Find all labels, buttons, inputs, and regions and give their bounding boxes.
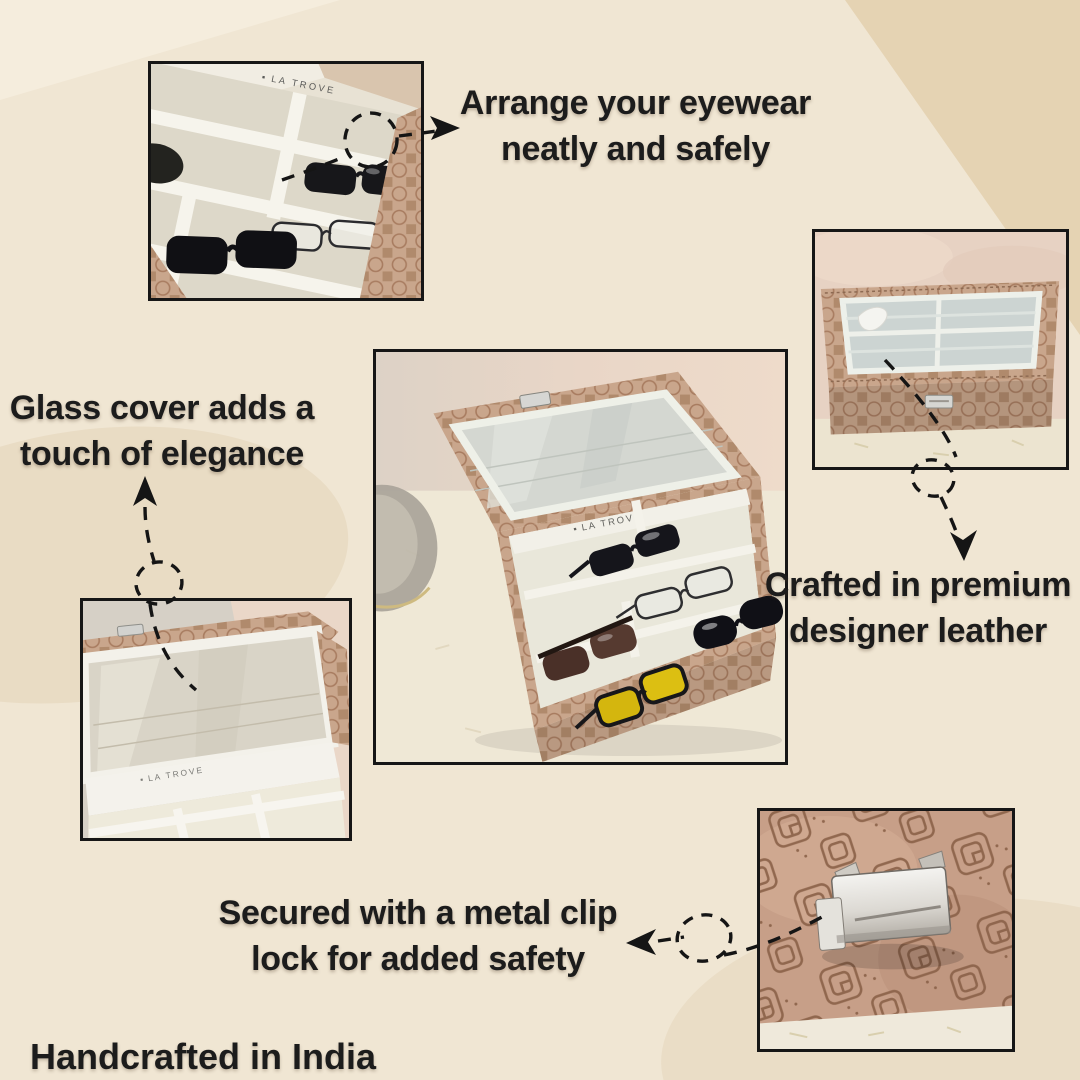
caption-crafted-line2: designer leather: [789, 612, 1047, 650]
dashed-circle-secured: [675, 913, 733, 963]
arrowhead-down-icon: [950, 530, 977, 561]
dashed-line-crafted: [939, 496, 963, 547]
caption-arrange: Arrange your eyewear neatly and safely: [428, 80, 843, 172]
sunglasses-black-large: [166, 230, 297, 275]
caption-secured-line2: lock for added safety: [251, 940, 585, 978]
eyeglasses-thin: [615, 566, 733, 620]
photo-main-open-box: ▪LA TROVE: [373, 349, 788, 765]
caption-secured-line1: Secured with a metal clip: [218, 894, 618, 932]
caption-glass-line1: Glass cover adds a: [9, 389, 315, 427]
caption-crafted-line1: Crafted in premium: [764, 566, 1072, 604]
caption-glass-line2: touch of elegance: [20, 435, 304, 473]
la-trove-logo-icon: ▪: [139, 774, 145, 785]
photo-open-tray: ▪LA TROVE: [148, 61, 424, 301]
sunglasses-round-black: [693, 595, 784, 649]
sunglasses-brown: [537, 615, 637, 681]
caption-arrange-line2: neatly and safely: [501, 130, 770, 168]
footer-handcrafted: Handcrafted in India: [30, 1036, 377, 1077]
caption-secured-lock: Secured with a metal clip lock for added…: [198, 890, 638, 982]
photo-clip-lock: [757, 808, 1015, 1052]
metal-clip-lock: [815, 850, 952, 951]
clasp-small: [116, 623, 144, 637]
caption-glass-cover: Glass cover adds a touch of elegance: [2, 385, 322, 477]
photo-glass-cover: ▪LA TROVE: [80, 598, 352, 841]
la-trove-logo-icon: ▪: [572, 522, 579, 534]
photo-closed-box: [812, 229, 1069, 470]
sunglasses-yellow: [574, 663, 689, 730]
sunglasses-black: [568, 524, 680, 579]
glass-plate: [376, 484, 438, 612]
dashed-line-secured: [657, 935, 685, 943]
caption-arrange-line1: Arrange your eyewear: [459, 84, 812, 122]
clasp-lid: [519, 391, 552, 409]
caption-crafted-leather: Crafted in premium designer leather: [752, 562, 1080, 654]
